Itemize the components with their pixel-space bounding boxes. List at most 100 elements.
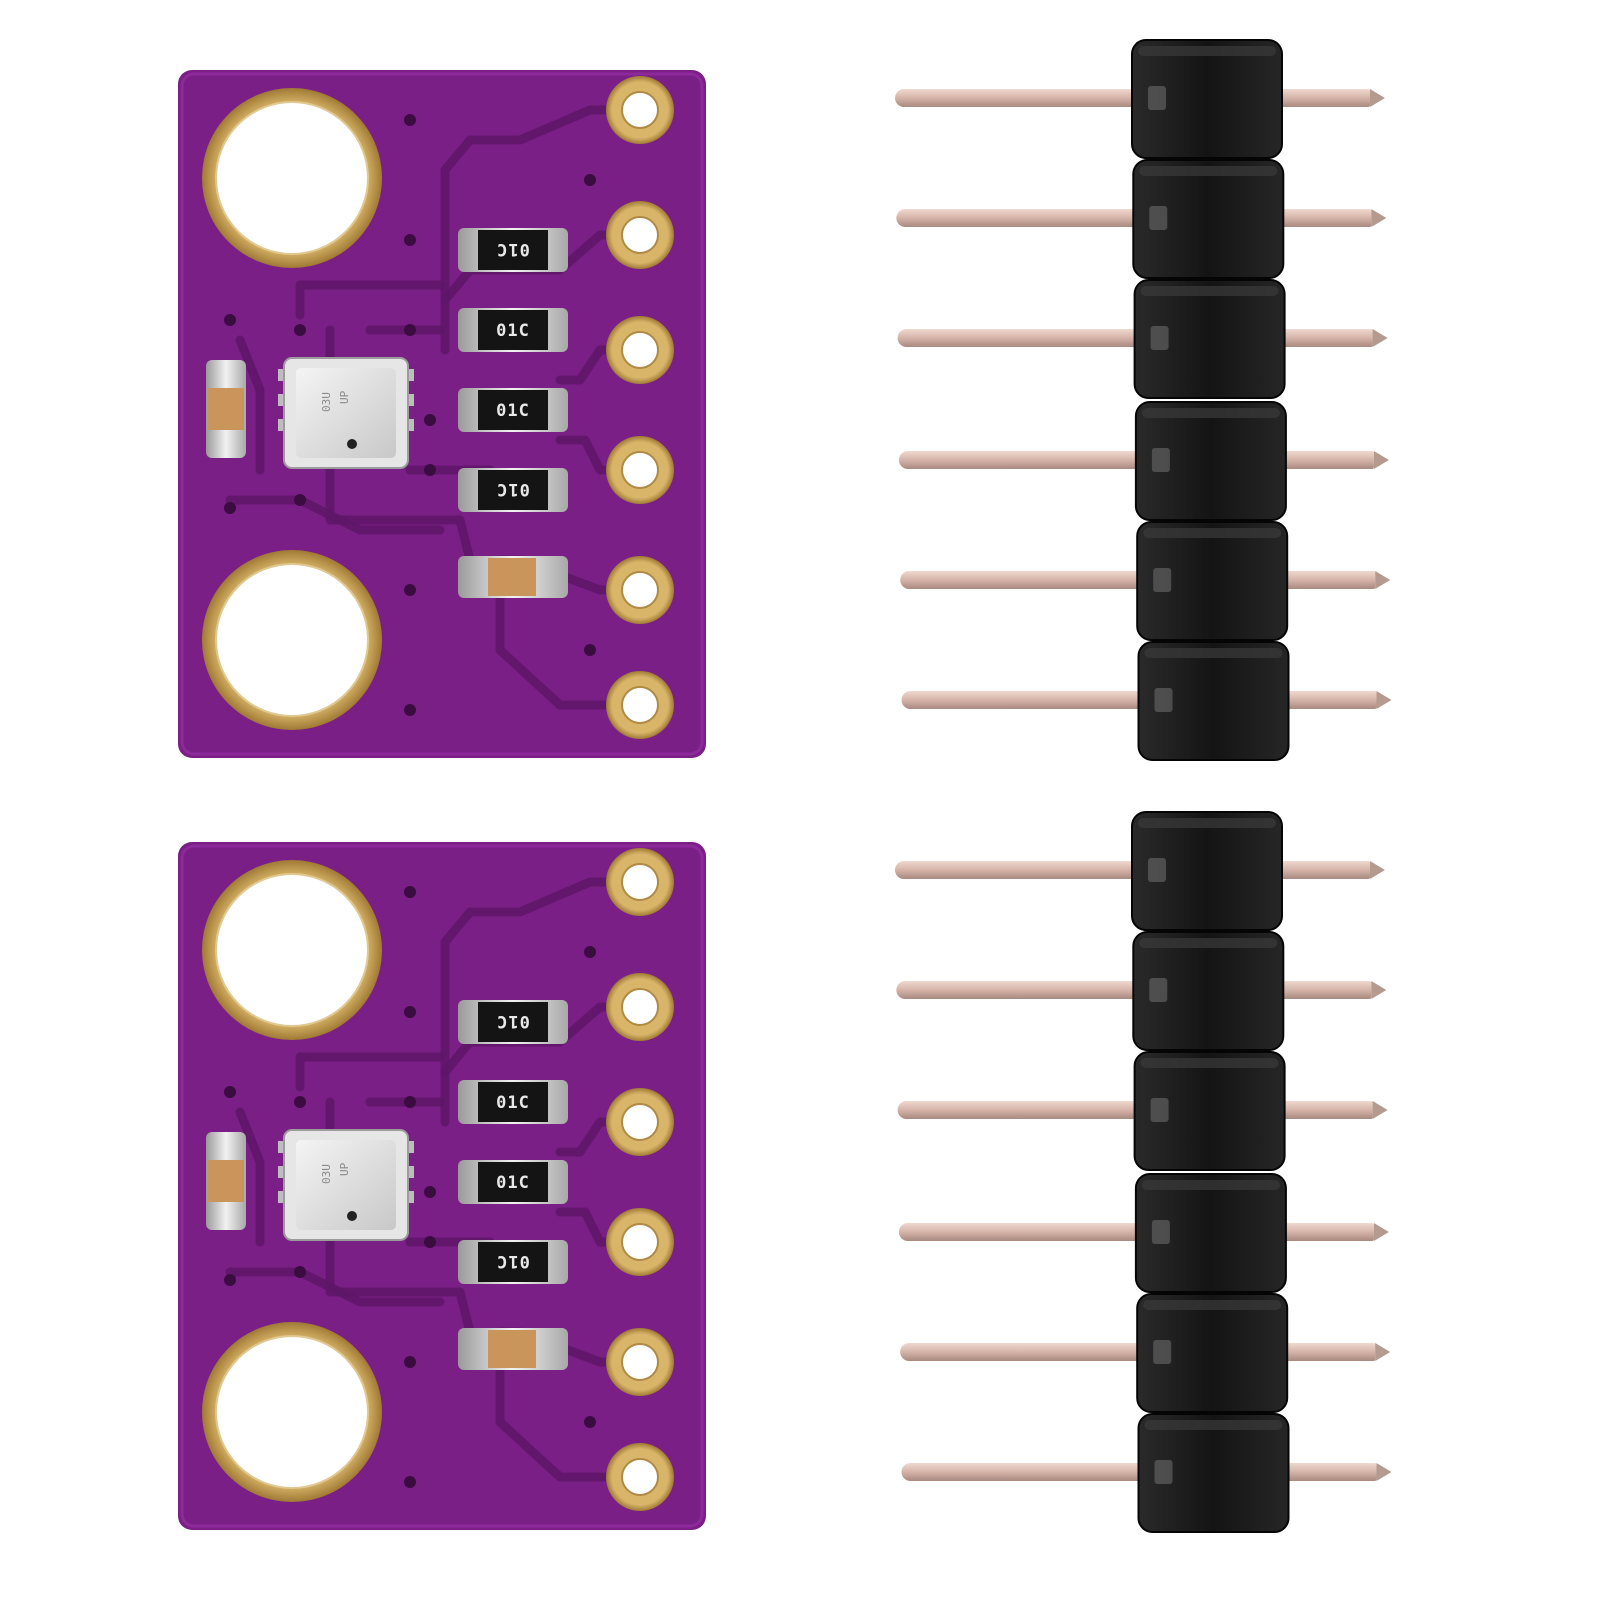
header-plastic-block bbox=[1133, 1051, 1286, 1171]
via bbox=[424, 464, 436, 476]
header-pin-long bbox=[900, 1343, 1151, 1361]
header-block-highlight bbox=[1139, 166, 1278, 176]
header-pin-short bbox=[1263, 451, 1374, 469]
smd-resistor: 01C bbox=[458, 308, 568, 352]
copper-trace bbox=[495, 595, 645, 710]
via bbox=[294, 324, 306, 336]
header-block-highlight bbox=[1139, 938, 1278, 948]
chip-marking: UP bbox=[338, 1162, 351, 1176]
smd-resistor: 01C bbox=[458, 228, 568, 272]
header-pad-hole bbox=[621, 91, 659, 129]
resistor-body bbox=[478, 310, 548, 350]
header-pin-tip bbox=[1375, 1343, 1391, 1361]
header-plastic-block bbox=[1137, 641, 1290, 761]
copper-trace bbox=[440, 105, 645, 355]
smd-resistor: 01C bbox=[458, 1160, 568, 1204]
via bbox=[294, 1096, 306, 1108]
resistor-body bbox=[478, 1242, 548, 1282]
header-pin-short bbox=[1266, 1463, 1377, 1481]
header-block-highlight bbox=[1140, 286, 1279, 296]
header-block-highlight bbox=[1144, 648, 1283, 658]
via bbox=[404, 1356, 416, 1368]
via bbox=[404, 1476, 416, 1488]
chip-vent-hole bbox=[347, 1211, 357, 1221]
capacitor-body bbox=[488, 558, 536, 596]
mounting-hole bbox=[215, 563, 369, 717]
header-plastic-block bbox=[1133, 279, 1286, 399]
via bbox=[224, 502, 236, 514]
header-pad-hole bbox=[621, 1343, 659, 1381]
smd-resistor: 01C bbox=[458, 388, 568, 432]
smd-capacitor-vertical bbox=[206, 1132, 246, 1230]
pcb-edge bbox=[180, 844, 704, 1528]
via bbox=[404, 114, 416, 126]
via bbox=[404, 886, 416, 898]
header-pin-tip bbox=[1372, 1101, 1388, 1119]
header-pin-tip bbox=[1376, 691, 1392, 709]
smd-capacitor-vertical bbox=[206, 360, 246, 458]
header-block-shine bbox=[1149, 978, 1168, 1002]
header-pin-tip bbox=[1376, 1463, 1392, 1481]
header-pad-hole bbox=[621, 331, 659, 369]
header-plastic-block bbox=[1134, 1173, 1287, 1293]
header-plastic-block bbox=[1132, 159, 1285, 279]
smd-resistor: 01C bbox=[458, 1000, 568, 1044]
via bbox=[294, 494, 306, 506]
header-block-shine bbox=[1148, 858, 1166, 882]
mounting-hole bbox=[215, 1335, 369, 1489]
header-pin-long bbox=[901, 1463, 1152, 1481]
resistor-marking: 01C bbox=[496, 1251, 530, 1271]
header-pad-hole bbox=[621, 863, 659, 901]
chip-marking: 03U bbox=[320, 1164, 333, 1184]
resistor-marking: 01C bbox=[496, 1011, 530, 1031]
resistor-body bbox=[478, 470, 548, 510]
via bbox=[584, 644, 596, 656]
chip-marking: UP bbox=[338, 390, 351, 404]
header-block-shine bbox=[1149, 206, 1168, 230]
smd-resistor: 01C bbox=[458, 1080, 568, 1124]
via bbox=[424, 1186, 436, 1198]
pin-header bbox=[895, 811, 1392, 1533]
header-pin-long bbox=[895, 89, 1145, 107]
header-pin-long bbox=[898, 451, 1149, 469]
mounting-hole bbox=[215, 873, 369, 1027]
header-pin-short bbox=[1265, 1343, 1376, 1361]
copper-trace bbox=[235, 335, 265, 475]
header-plastic-block bbox=[1136, 1293, 1289, 1413]
header-block-shine bbox=[1151, 1220, 1170, 1244]
header-block-highlight bbox=[1143, 528, 1282, 538]
header-pin-tip bbox=[1371, 981, 1387, 999]
via bbox=[404, 234, 416, 246]
header-pin-tip bbox=[1373, 1223, 1389, 1241]
header-pad-hole bbox=[621, 216, 659, 254]
header-pin-long bbox=[896, 209, 1147, 227]
via bbox=[404, 704, 416, 716]
header-block-highlight bbox=[1144, 1420, 1283, 1430]
header-plastic-block bbox=[1132, 931, 1285, 1051]
smd-capacitor bbox=[458, 1328, 568, 1370]
sensor-board: 01C 01C 01C 01C 03U UP bbox=[178, 842, 706, 1530]
header-block-highlight bbox=[1140, 1058, 1279, 1068]
pcb-edge bbox=[180, 72, 704, 756]
capacitor-body bbox=[208, 388, 244, 430]
header-pin-long bbox=[901, 691, 1152, 709]
header-pin-short bbox=[1262, 329, 1373, 347]
header-pin-short bbox=[1265, 571, 1376, 589]
header-plastic-block bbox=[1131, 39, 1283, 159]
header-block-shine bbox=[1151, 448, 1170, 472]
header-pad-hole bbox=[621, 1458, 659, 1496]
header-plastic-block bbox=[1131, 811, 1283, 931]
resistor-marking: 01C bbox=[496, 1093, 530, 1113]
capacitor-body bbox=[208, 1160, 244, 1202]
header-pad-hole bbox=[621, 1223, 659, 1261]
chip-lid-top bbox=[296, 1140, 396, 1230]
copper-trace bbox=[295, 280, 445, 320]
header-pin-long bbox=[897, 329, 1148, 347]
chip-lid-top bbox=[296, 368, 396, 458]
header-pin-tip bbox=[1370, 861, 1385, 879]
via bbox=[224, 314, 236, 326]
header-block-highlight bbox=[1141, 408, 1280, 418]
pressure-sensor-chip: 03U UP bbox=[278, 1129, 414, 1241]
header-block-shine bbox=[1153, 568, 1172, 592]
